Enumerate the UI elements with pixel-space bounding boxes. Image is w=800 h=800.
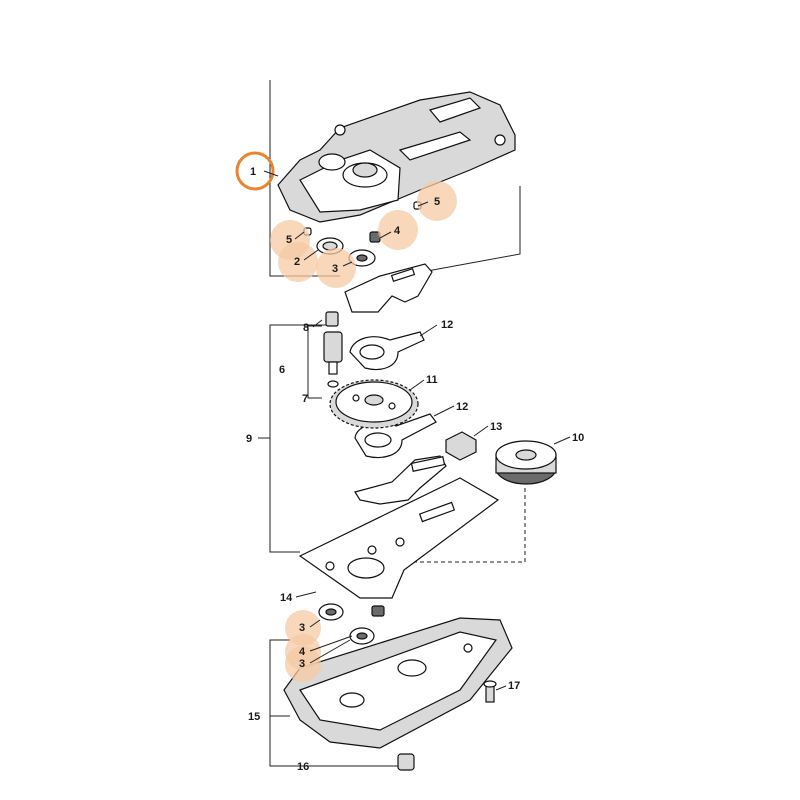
bearing-3-top [348,249,376,267]
callout-7[interactable]: 7 [302,393,308,405]
pinion-shaft-6 [323,331,343,375]
callout-13[interactable]: 13 [490,421,502,433]
callout-8[interactable]: 8 [303,322,309,334]
screw-17 [483,680,497,703]
callout-1[interactable]: 1 [250,166,256,178]
callout-15[interactable]: 15 [248,711,260,723]
spur-gear-11 [329,379,419,429]
group-1-bracket [269,80,521,277]
slide-plate [354,455,447,505]
callout-12-top[interactable]: 12 [441,319,453,331]
callout-9[interactable]: 9 [246,433,252,445]
connector-13 [445,431,477,461]
callout-4-lower[interactable]: 4 [299,646,306,658]
gear-housing-bottom [283,617,513,749]
bearing-2 [316,237,344,255]
bearing-3-lower-a [318,603,344,621]
callout-10[interactable]: 10 [572,432,584,444]
gear-housing-top [277,91,516,223]
gasket-14 [298,477,500,599]
callout-11[interactable]: 11 [426,374,438,386]
connecting-rod-12-top [349,331,425,371]
callout-3-lower-b[interactable]: 3 [299,658,305,670]
group-9-bracket [258,324,330,553]
callout-16[interactable]: 16 [297,761,309,773]
callout-14[interactable]: 14 [280,592,293,604]
needle-sleeve-4-lower [371,605,385,617]
callout-2[interactable]: 2 [294,256,300,268]
gasket-plate-top [344,263,433,313]
callout-5-left[interactable]: 5 [286,234,292,246]
callout-5-right[interactable]: 5 [434,196,440,208]
group-6-bracket [307,325,322,399]
callout-labels: 1 5 5 4 2 3 8 6 7 12 11 12 13 10 9 14 3 … [246,166,584,773]
drive-gear-10 [495,440,557,485]
callout-4-top[interactable]: 4 [394,225,401,237]
callout-12-bottom[interactable]: 12 [456,401,468,413]
pinion-8 [325,311,339,327]
dashed-assembly-line [370,488,526,563]
highlights [235,151,457,682]
bearing-3-lower-b [349,627,375,645]
callout-17[interactable]: 17 [508,680,520,692]
callout-3-top[interactable]: 3 [332,263,338,275]
callout-leaders [263,170,571,767]
callout-3-lower-a[interactable]: 3 [299,622,305,634]
callout-6[interactable]: 6 [279,364,285,376]
plug-16 [397,753,415,771]
ring-7 [327,380,339,388]
